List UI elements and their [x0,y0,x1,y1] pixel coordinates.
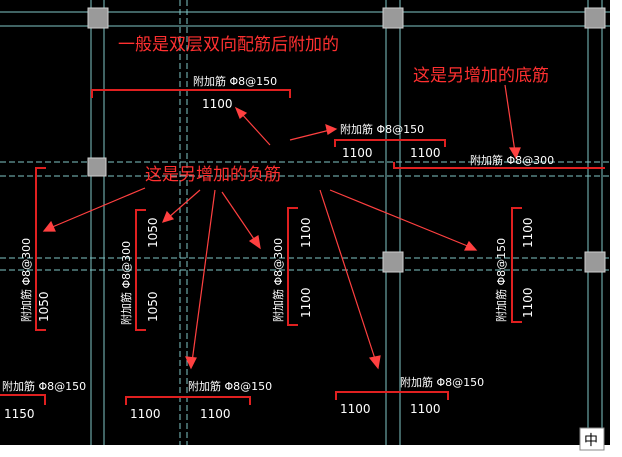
rebar-left-vertical [35,167,46,331]
column-square [382,251,404,273]
label-left-vertical-spec: 附加筋 Φ8@300 [19,238,33,322]
label-bottom-mid-spec: 附加筋 Φ8@150 [188,379,272,393]
label-bottom-mid-right: 1100 [200,407,231,421]
label-mid-center-bottom: 1100 [299,287,313,318]
rebar-bottom-right [335,391,449,400]
rebar-mid-right [511,207,522,323]
rebar-mid-center [287,207,298,326]
label-top-right-spec: 附加筋 Φ8@300 [470,153,554,167]
annotation-top-note: 一般是双层双向配筋后附加的 [118,35,339,55]
rebar-bottom-left [0,394,46,405]
label-mid-right-top: 1100 [521,217,535,248]
label-mid-center-spec: 附加筋 Φ8@300 [271,238,285,322]
column-square [382,7,404,29]
label-mid-center-top: 1100 [299,217,313,248]
label-bottom-right-right: 1100 [410,402,441,416]
ime-badge[interactable] [579,427,605,451]
label-bottom-left-len: 1150 [4,407,35,421]
label-bottom-right-spec: 附加筋 Φ8@150 [400,375,484,389]
column-square [584,7,606,29]
label-bottom-left-spec: 附加筋 Φ8@150 [2,379,86,393]
label-top-middle-left: 1100 [342,146,373,160]
rebar-top-center [91,89,291,98]
annotation-arrows [42,84,521,370]
rebar-bottom-mid [125,396,251,405]
column-square [584,251,606,273]
label-top-center-spec: 附加筋 Φ8@150 [193,74,277,88]
rebar-top-middle [334,139,446,147]
label-mid-left-spec: 附加筋 Φ8@300 [119,241,133,325]
annotation-negative-rebar-note: 这是另增加的负筋 [145,165,281,185]
ime-badge-text: 中 [584,433,598,449]
label-mid-left-bottom: 1050 [146,291,160,322]
label-mid-left-top: 1050 [146,217,160,248]
drawing-background [0,0,610,445]
rebar-labels: 附加筋 Φ8@150 1100 附加筋 Φ8@150 1100 1100 附加筋… [2,74,554,421]
rebar-top-right [393,162,605,169]
column-square [87,7,109,29]
label-bottom-right-left: 1100 [340,402,371,416]
label-left-vertical-len: 1050 [37,291,51,322]
annotation-bottom-rebar-note: 这是另增加的底筋 [413,66,549,86]
column-square [87,157,107,177]
label-bottom-mid-left: 1100 [130,407,161,421]
label-top-center-len: 1100 [202,97,233,111]
label-mid-right-spec: 附加筋 Φ8@150 [494,238,508,322]
label-mid-right-bottom: 1100 [521,287,535,318]
column-markers [87,7,606,273]
rebar-mid-left [135,209,146,331]
rebar-lines [0,89,605,405]
label-top-middle-spec: 附加筋 Φ8@150 [340,122,424,136]
label-top-middle-right: 1100 [410,146,441,160]
